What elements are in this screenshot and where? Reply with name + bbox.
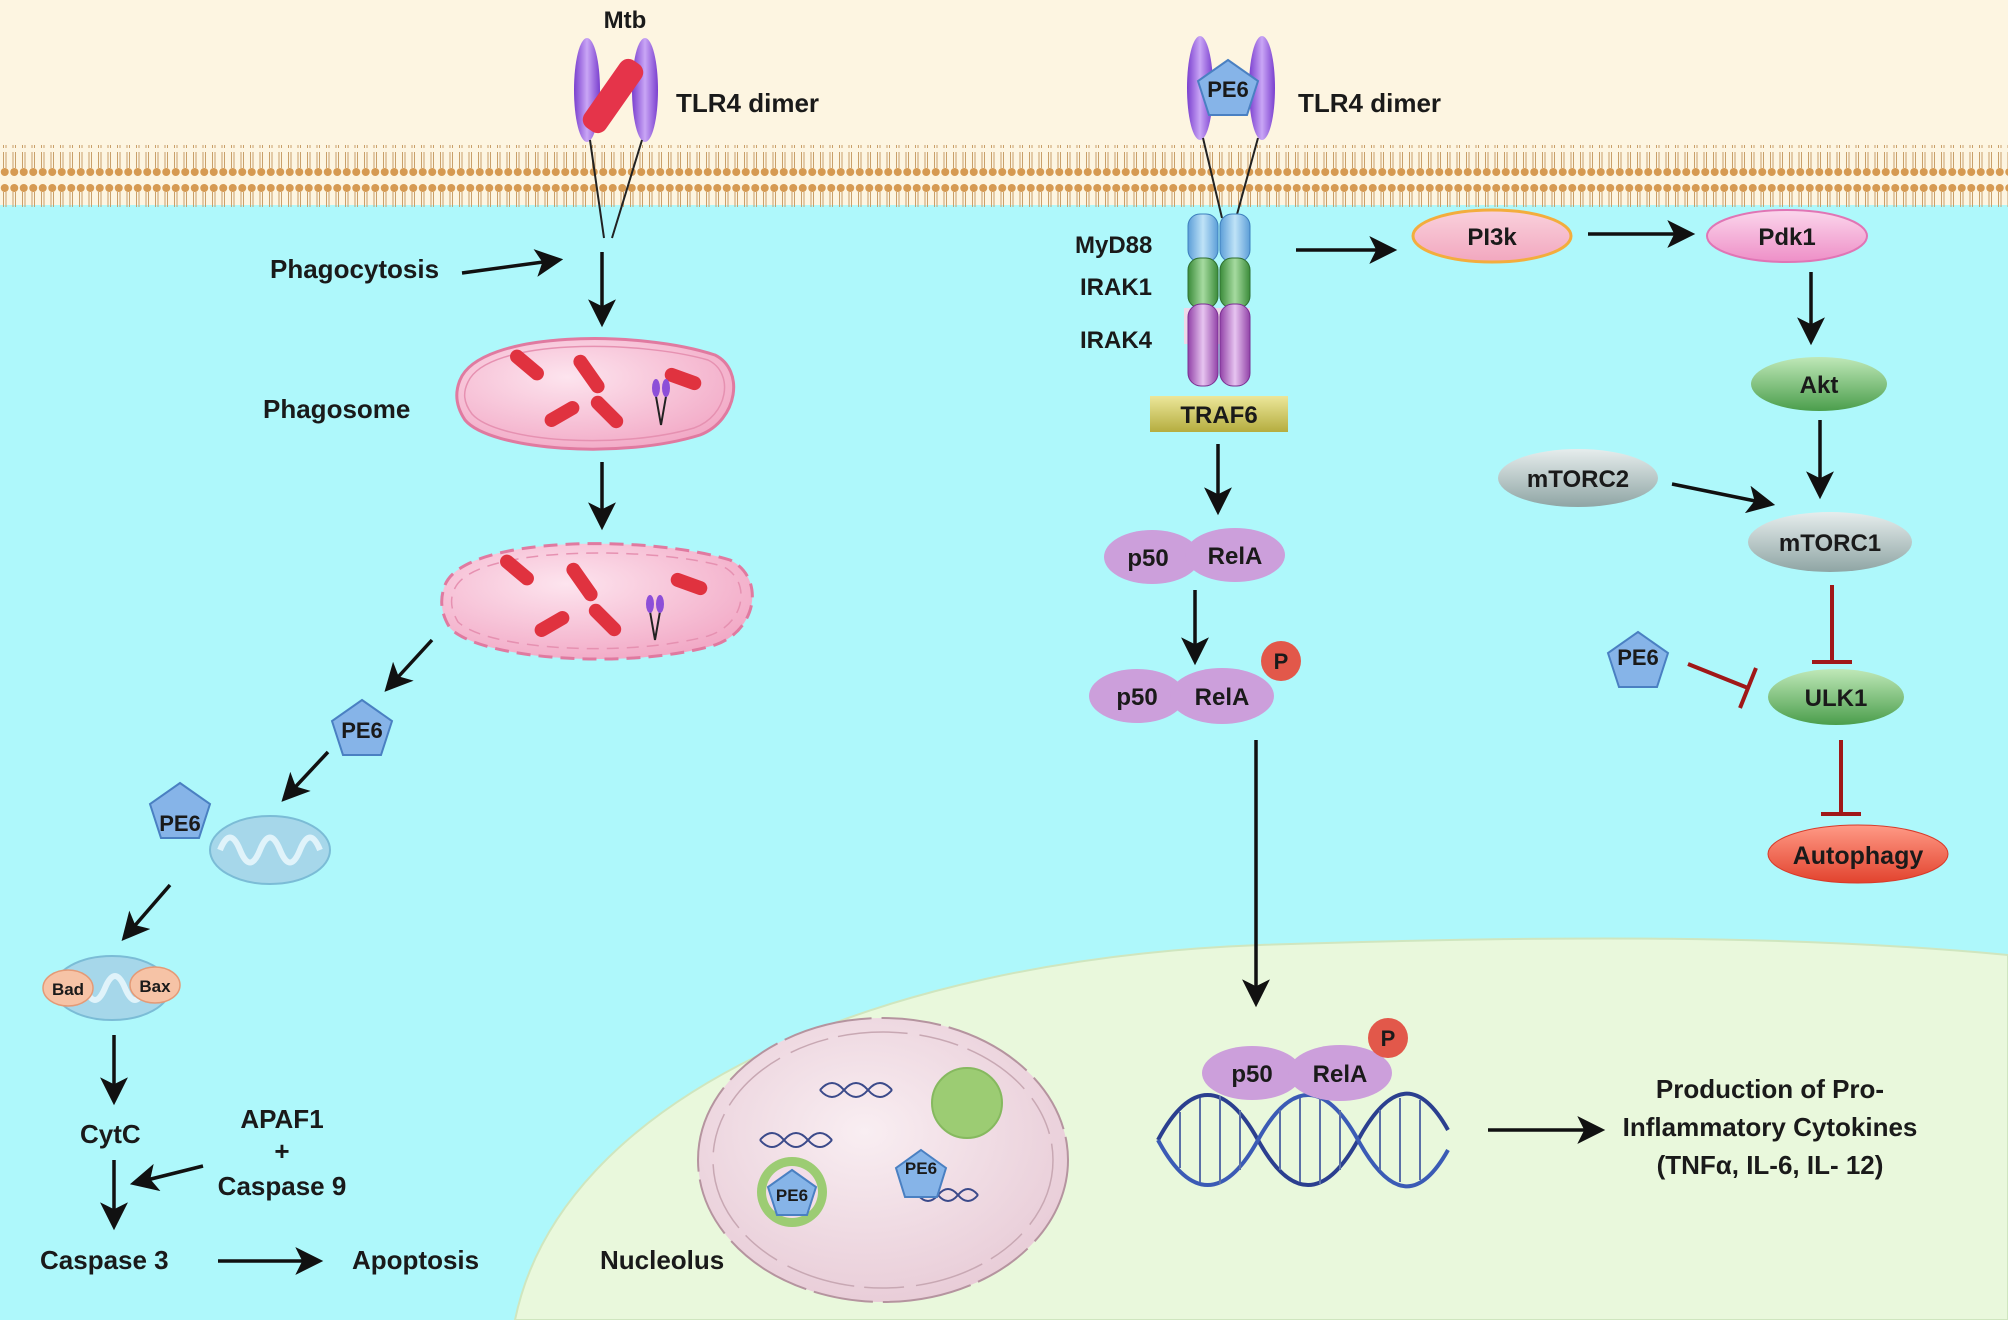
pi3k-protein [1411, 208, 1573, 264]
phagosome-label: Phagosome [263, 394, 410, 424]
svg-text:Bax: Bax [139, 977, 171, 996]
svg-text:p50: p50 [1231, 1061, 1272, 1088]
pe6-icon: PE6 [1606, 630, 1670, 688]
mtorc2-protein [1498, 449, 1658, 507]
bad-protein [42, 969, 94, 1007]
phagocytosis-label: Phagocytosis [270, 254, 439, 284]
svg-text:p50: p50 [1127, 545, 1168, 572]
svg-text:P: P [1381, 1026, 1396, 1051]
arrow-mito-to-bad-bax [121, 883, 172, 941]
svg-text:PE6: PE6 [776, 1186, 808, 1205]
pe6-icon: PE6 [148, 781, 212, 839]
svg-text:Bad: Bad [52, 980, 84, 999]
apaf1-label: APAF1 [240, 1104, 323, 1134]
pe6-icon: PE6 [1196, 58, 1260, 116]
irak1-label: IRAK1 [1080, 274, 1152, 301]
svg-text:RelA: RelA [1195, 684, 1250, 711]
svg-text:PE6: PE6 [1617, 645, 1659, 670]
plus-label: + [274, 1136, 289, 1166]
pe6-icon: PE6 [330, 698, 394, 756]
caspase3-label: Caspase 3 [40, 1245, 169, 1275]
tlr4-dimer-left [574, 38, 658, 239]
cytokines-line-3: (TNFα, IL-6, IL- 12) [1657, 1150, 1884, 1180]
mtb-bacterium-icon [582, 58, 644, 134]
nuclear-nfkb-complex: p50 RelA P [1202, 1018, 1408, 1101]
mitochondrion [209, 815, 331, 885]
arrow-mtorc2-to-mtorc1 [1671, 482, 1776, 514]
traf6-label: TRAF6 [1180, 402, 1257, 429]
cytokines-line-2: Inflammatory Cytokines [1623, 1112, 1918, 1142]
phosphate-icon [1368, 1018, 1408, 1058]
mtorc1-label: mTORC1 [1779, 530, 1881, 557]
cytc-label: CytC [80, 1119, 141, 1149]
ulk1-label: ULK1 [1805, 685, 1868, 712]
irak4-protein [1184, 303, 1251, 387]
bax-protein [129, 966, 181, 1004]
arrow-pe6-release [384, 638, 434, 692]
myd88-label: MyD88 [1075, 232, 1152, 259]
irak4-label: IRAK4 [1080, 327, 1153, 354]
pe6-icon: PE6 [766, 1168, 818, 1216]
pi3k-label: PI3k [1467, 224, 1517, 251]
arrow-apaf1-to-caspase3 [129, 1163, 204, 1192]
inhibit-ulk1-autophagy [1821, 740, 1861, 816]
apoptosis-label: Apoptosis [352, 1245, 479, 1275]
nucleolar-body [931, 1067, 1003, 1139]
phagocytosis-arrow [461, 249, 564, 277]
arrow-pe6-to-mitochondrion [281, 750, 330, 802]
phosphate-icon [1261, 641, 1301, 681]
svg-text:p50: p50 [1116, 684, 1157, 711]
akt-protein [1751, 357, 1887, 411]
caspase9-label: Caspase 9 [218, 1171, 347, 1201]
phospho-nfkb-complex: p50 RelA P [1089, 641, 1301, 724]
tlr4-dimer-right-label: TLR4 dimer [1298, 88, 1441, 118]
inhibit-pe6-ulk1 [1687, 662, 1758, 709]
bad-bax-mitochondrion: Bad Bax [42, 955, 181, 1021]
svg-text:RelA: RelA [1208, 543, 1263, 570]
pdk1-protein [1706, 209, 1868, 263]
autophagy-node [1767, 824, 1949, 884]
svg-text:PE6: PE6 [159, 811, 201, 836]
cell-membrane [0, 145, 2008, 207]
traf6-protein [1150, 396, 1288, 432]
tlr4-dimer-left-label: TLR4 dimer [676, 88, 819, 118]
nucleolus [697, 1017, 1069, 1303]
myd88-protein [1187, 213, 1251, 263]
svg-text:PE6: PE6 [905, 1159, 937, 1178]
svg-text:RelA: RelA [1313, 1061, 1368, 1088]
svg-text:PE6: PE6 [341, 718, 383, 743]
svg-text:P: P [1274, 649, 1289, 674]
irak1-protein [1187, 257, 1251, 309]
ruptured-phagosome [440, 542, 754, 661]
ulk1-protein [1768, 669, 1904, 725]
mtb-label: Mtb [604, 7, 647, 34]
autophagy-label: Autophagy [1793, 842, 1924, 870]
pe6-icon: PE6 [894, 1148, 948, 1198]
svg-text:PE6: PE6 [1207, 77, 1249, 102]
akt-label: Akt [1800, 372, 1839, 399]
mtorc2-label: mTORC2 [1527, 466, 1629, 493]
cytokines-line-1: Production of Pro- [1656, 1074, 1884, 1104]
mtorc1-protein [1748, 512, 1912, 572]
inhibit-mtorc1-ulk1 [1812, 585, 1852, 664]
pdk1-label: Pdk1 [1758, 224, 1815, 251]
dna-double-helix [1156, 1091, 1450, 1189]
nucleolus-label: Nucleolus [600, 1245, 724, 1275]
phagosome [455, 337, 736, 451]
nfkb-complex: p50 RelA [1104, 528, 1285, 584]
